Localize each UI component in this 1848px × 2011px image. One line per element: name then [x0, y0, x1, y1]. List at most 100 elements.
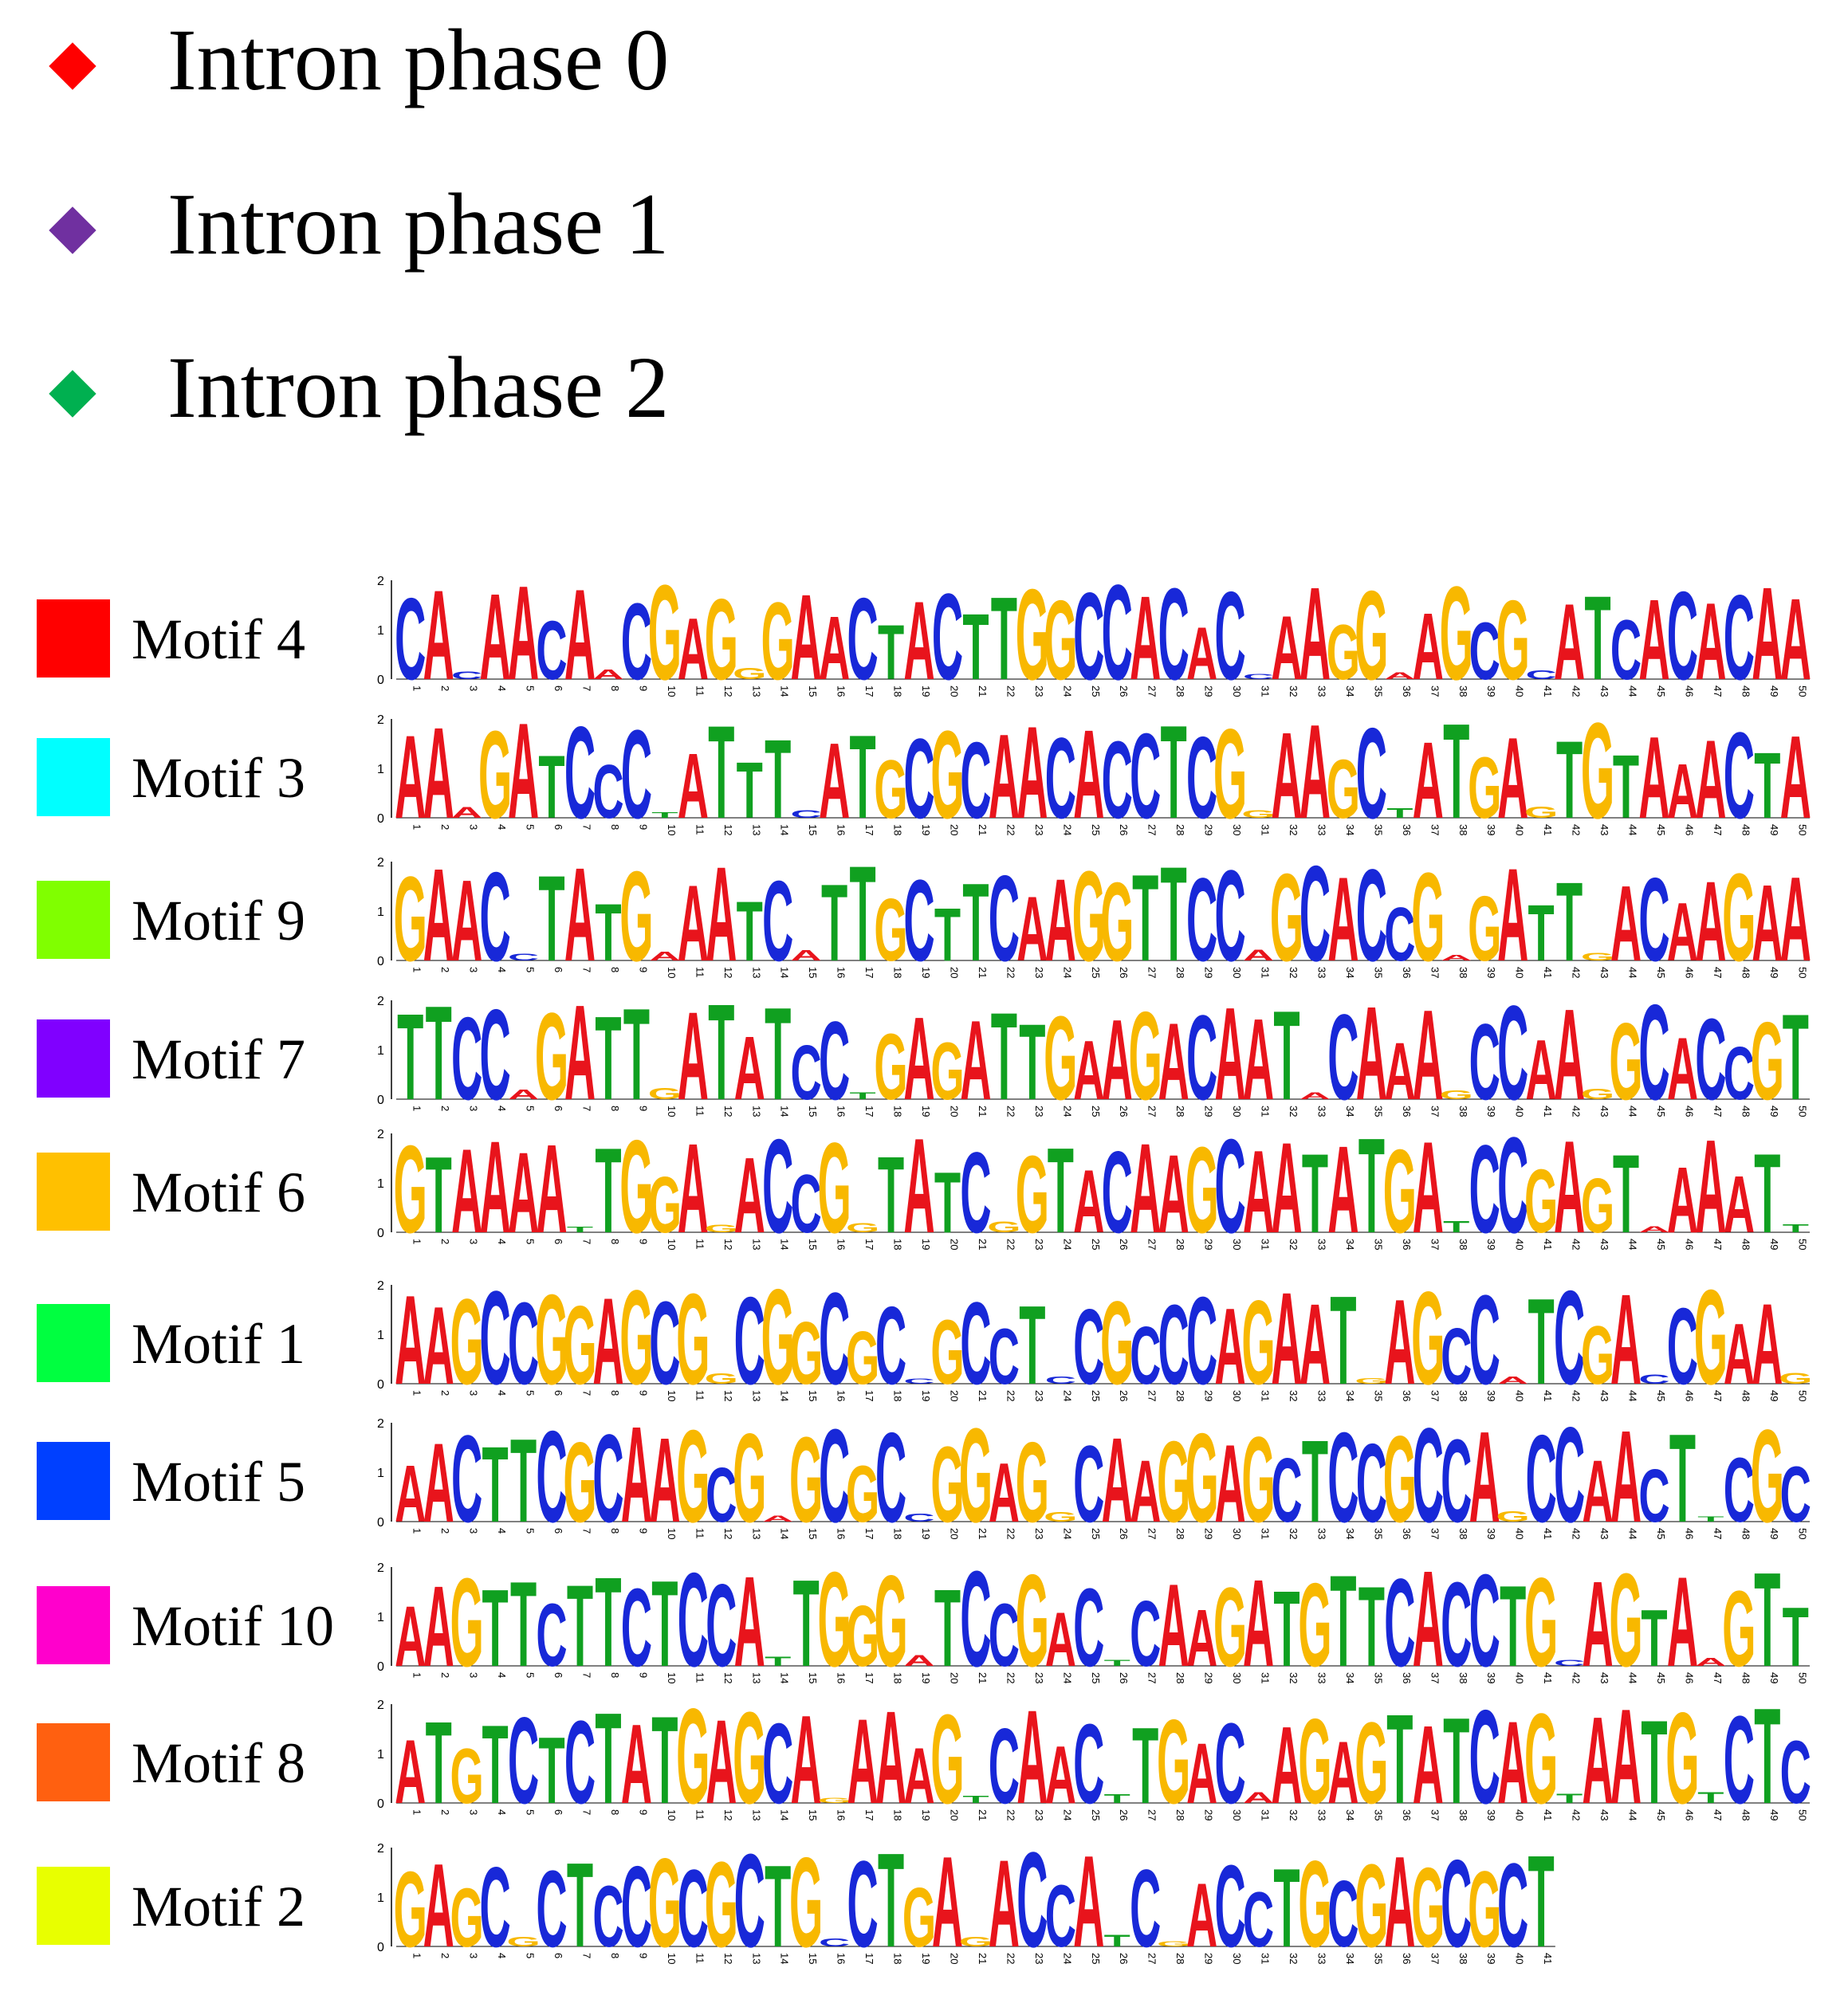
logo-position-label: 4 — [496, 685, 508, 691]
logo-position-label: 22 — [1005, 685, 1016, 697]
logo-y-tick-label: 0 — [377, 1797, 384, 1811]
logo-letter-G: G — [705, 1370, 738, 1387]
logo-position-label: 44 — [1627, 1106, 1639, 1117]
logo-position-label: 5 — [525, 824, 537, 830]
logo-position-label: 16 — [836, 1528, 847, 1539]
logo-letter-A: A — [1243, 1553, 1274, 1692]
logo-letter-T: T — [426, 1134, 452, 1255]
logo-letter-G: G — [705, 1223, 738, 1235]
logo-letter-G: G — [818, 1797, 851, 1805]
logo-position-label: 24 — [1061, 967, 1073, 978]
logo-letter-A: A — [847, 1695, 878, 1829]
logo-position-label: 28 — [1174, 685, 1186, 697]
motif-color-swatch — [37, 1586, 110, 1664]
logo-letter-T: T — [595, 1552, 621, 1694]
logo-position-label: 34 — [1344, 1953, 1356, 1964]
logo-position-label: 9 — [637, 1809, 649, 1815]
logo-letter-A: A — [1045, 854, 1076, 986]
logo-letter-G: G — [902, 1870, 936, 1964]
logo-position-label: 39 — [1485, 967, 1497, 978]
logo-y-tick-label: 0 — [377, 1094, 384, 1107]
logo-letter-A: A — [1299, 560, 1331, 708]
logo-position-label: 25 — [1090, 1106, 1102, 1117]
logo-position-label: 31 — [1260, 1672, 1272, 1683]
logo-letter-G: G — [1468, 878, 1501, 980]
logo-letter-C: C — [1638, 852, 1669, 985]
logo-letter-G: G — [1241, 808, 1275, 821]
logo-position-label: 47 — [1712, 1390, 1724, 1401]
logo-position-label: 34 — [1344, 967, 1356, 978]
logo-y-tick-label: 1 — [377, 1329, 384, 1342]
logo-position-label: 41 — [1542, 967, 1554, 978]
motif-color-swatch — [37, 1304, 110, 1382]
logo-letter-T: T — [1669, 1408, 1696, 1549]
logo-position-label: 18 — [892, 824, 904, 835]
logo-letter-A: A — [1497, 842, 1528, 990]
logo-position-label: 30 — [1231, 967, 1243, 978]
logo-position-label: 32 — [1288, 1672, 1299, 1683]
logo-y-tick-label: 2 — [377, 1417, 384, 1431]
logo-position-label: 36 — [1401, 967, 1413, 978]
logo-position-label: 41 — [1542, 1528, 1554, 1539]
logo-position-label: 41 — [1542, 1809, 1554, 1821]
logo-position-label: 46 — [1683, 1672, 1695, 1683]
logo-letter-T: T — [849, 837, 875, 989]
logo-position-label: 37 — [1429, 1528, 1441, 1539]
logo-letter-G: G — [817, 1543, 851, 1695]
logo-position-label: 18 — [892, 1953, 904, 1964]
logo-letter-G: G — [1072, 844, 1106, 988]
logo-position-label: 9 — [637, 685, 649, 691]
logo-position-label: 3 — [468, 1239, 480, 1244]
logo-position-label: 9 — [637, 1528, 649, 1534]
logo-position-label: 43 — [1598, 685, 1610, 697]
logo-position-label: 4 — [496, 1390, 508, 1396]
logo-letter-A: A — [1299, 1280, 1331, 1408]
logo-letter-A: A — [791, 1690, 822, 1831]
logo-letter-G: G — [846, 1316, 879, 1400]
logo-letter-T: T — [1613, 736, 1639, 838]
logo-position-label: 6 — [552, 1390, 564, 1396]
logo-position-label: 43 — [1598, 1390, 1610, 1401]
logo-letter-T: T — [1273, 1569, 1299, 1689]
logo-position-label: 36 — [1401, 824, 1413, 835]
logo-position-label: 33 — [1315, 1672, 1327, 1683]
logo-letter-G: G — [1694, 1261, 1728, 1412]
logo-position-label: 27 — [1146, 1809, 1158, 1821]
phase-1-label: Intron phase 1 — [167, 175, 669, 273]
logo-letter-G: G — [648, 1161, 682, 1251]
logo-position-label: 3 — [468, 1390, 480, 1396]
motif-label: Motif 8 — [132, 1731, 305, 1795]
logo-position-label: 46 — [1683, 685, 1695, 697]
logo-position-label: 46 — [1683, 1106, 1695, 1117]
logo-letter-C: C — [1271, 1440, 1302, 1542]
logo-letter-G: G — [1383, 1124, 1417, 1257]
logo-position-label: 18 — [892, 1672, 904, 1683]
logo-position-label: 42 — [1571, 685, 1583, 697]
logo-letter-C: C — [1638, 1372, 1669, 1386]
logo-letter-G: G — [1044, 991, 1077, 1125]
logo-position-label: 11 — [694, 1953, 706, 1964]
logo-letter-G: G — [394, 1849, 427, 1970]
logo-letter-A: A — [1130, 571, 1161, 705]
logo-position-label: 22 — [1005, 1390, 1016, 1401]
logo-position-label: 16 — [836, 1672, 847, 1683]
logo-letter-C: C — [1130, 709, 1161, 845]
logo-letter-C: C — [1186, 1271, 1217, 1410]
logo-letter-C: C — [1327, 990, 1358, 1126]
logo-position-label: 50 — [1796, 1239, 1808, 1250]
logo-position-label: 21 — [977, 1672, 989, 1683]
logo-position-label: 36 — [1401, 1106, 1413, 1117]
motif-label: Motif 7 — [132, 1027, 305, 1091]
logo-letter-A: A — [621, 1398, 652, 1550]
logo-letter-G: G — [478, 705, 512, 844]
logo-position-label: 11 — [694, 1672, 706, 1683]
logo-letter-T: T — [1641, 1695, 1667, 1828]
logo-letter-A: A — [1752, 560, 1783, 708]
logo-position-label: 33 — [1315, 1239, 1327, 1250]
logo-letter-T: T — [1783, 1589, 1809, 1683]
logo-position-label: 3 — [468, 1106, 480, 1111]
logo-position-label: 26 — [1118, 1672, 1130, 1683]
logo-letter-A: A — [1780, 852, 1811, 987]
